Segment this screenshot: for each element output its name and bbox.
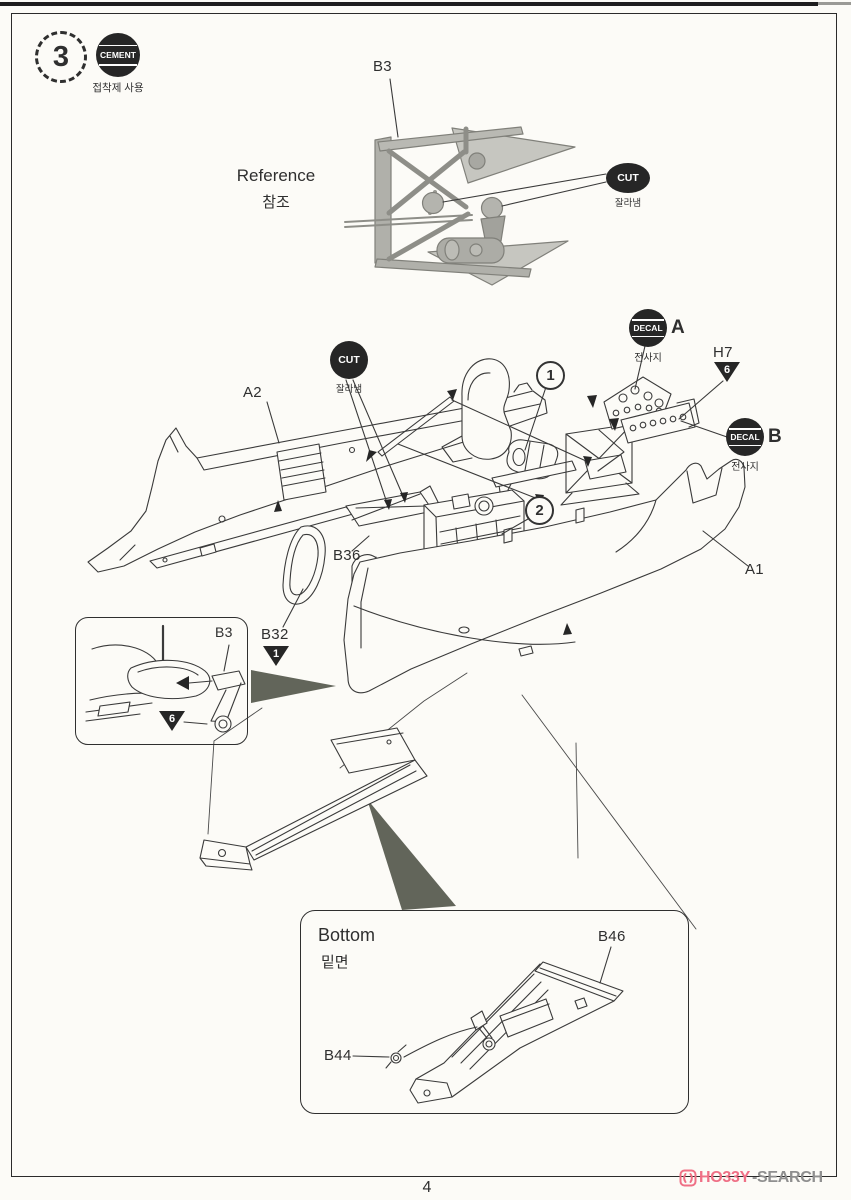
seat-frame-art	[560, 423, 640, 506]
watermark-brand: HO33Y	[699, 1169, 750, 1186]
part-label-b3-inset: B3	[215, 624, 233, 640]
cut-badge-reference: CUT	[606, 163, 650, 193]
bottom-inset-subtitle: 밑면	[321, 954, 349, 971]
watermark: HO33Y-SEARCH	[679, 1169, 823, 1187]
part-label-b32: B32	[261, 626, 289, 643]
a1-fuselage-half-art	[343, 458, 746, 694]
b32-door-art	[282, 525, 326, 605]
sequence-marker-1: 1	[536, 361, 565, 390]
tailwheel-inset-box	[75, 617, 248, 745]
cement-badge-label: CEMENT	[100, 50, 136, 60]
decal-variant-b: B	[768, 426, 782, 447]
reference-sprue-art	[344, 126, 576, 286]
decal-caption-b: 전사지	[731, 462, 759, 473]
decal-badge-a: DECAL	[629, 309, 667, 347]
ventral-tail-piece-art	[199, 727, 428, 871]
part-label-a1: A1	[745, 561, 764, 578]
part-label-b3-reference: B3	[373, 58, 392, 75]
cut-badge-main: CUT	[330, 341, 368, 379]
headrest-former-art	[441, 358, 512, 463]
part-label-b46: B46	[598, 928, 626, 945]
cut-caption-reference: 잘라냄	[614, 198, 642, 209]
cut-caption-main: 잘라냄	[335, 384, 363, 395]
main-exploded-view	[85, 78, 749, 1104]
rod-part-art	[377, 396, 455, 457]
sequence-marker-2: 2	[525, 496, 554, 525]
reference-subtitle: 참조	[262, 194, 290, 211]
watermark-suffix: -SEARCH	[751, 1169, 823, 1186]
part-label-h7: H7	[713, 344, 733, 361]
page-number: 4	[422, 1179, 432, 1196]
bottom-inset-art	[352, 946, 624, 1104]
assembly-connector-lines	[207, 672, 697, 930]
scan-edge-artifact-light	[818, 2, 851, 5]
hobbysearch-logo-icon	[679, 1169, 697, 1187]
reference-title: Reference	[236, 166, 316, 185]
page-border	[11, 13, 837, 1177]
cement-caption: 접착제 사용	[92, 82, 144, 94]
bottom-inset-box	[300, 910, 689, 1114]
bottom-inset-title: Bottom	[318, 925, 376, 945]
cut-badge-label: CUT	[617, 172, 639, 184]
decal-badge-label: DECAL	[730, 432, 760, 442]
scan-edge-artifact	[0, 2, 818, 6]
part-label-b44: B44	[324, 1047, 352, 1064]
tailwheel-inset-art	[85, 624, 246, 733]
part-label-a2: A2	[243, 384, 262, 401]
step-number-badge: 3	[35, 31, 87, 83]
cement-badge: CEMENT	[96, 33, 140, 77]
fuel-tank-art	[491, 439, 577, 488]
decal-badge-label: DECAL	[633, 323, 663, 333]
part-label-b36: B36	[333, 547, 361, 564]
cut-badge-label: CUT	[338, 354, 360, 366]
callout-wedge-arrows	[251, 670, 456, 910]
decal-badge-b: DECAL	[726, 418, 764, 456]
decal-caption-a: 전사지	[634, 353, 662, 364]
decal-variant-a: A	[671, 317, 685, 338]
